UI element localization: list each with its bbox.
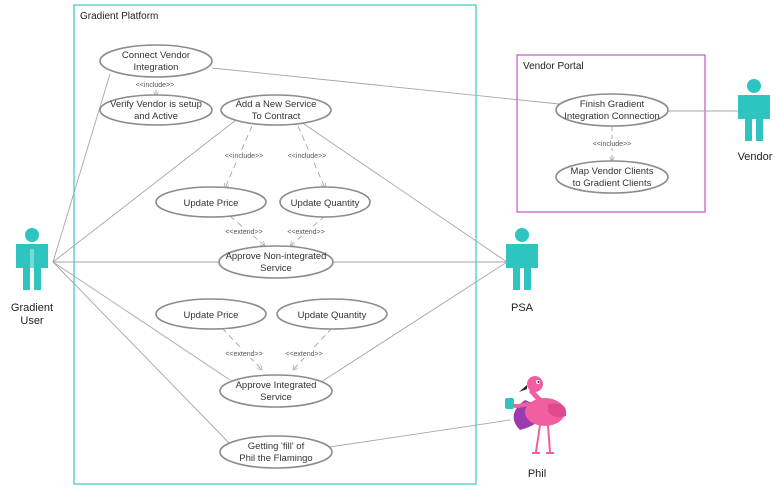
association-lines <box>52 67 740 449</box>
gradient-user-actor <box>16 228 48 290</box>
use-case-update-price-2[interactable]: Update Price <box>155 298 267 330</box>
svg-text:<<include>>: <<include>> <box>136 82 175 89</box>
vendor-label: Vendor <box>738 151 773 163</box>
svg-text:Phil the Flamingo: Phil the Flamingo <box>239 453 312 464</box>
svg-text:<<include>>: <<include>> <box>225 153 264 160</box>
svg-text:<<include>>: <<include>> <box>593 141 632 148</box>
svg-text:Approve Non-integrated: Approve Non-integrated <box>226 251 327 262</box>
use-case-map-vendor[interactable]: Map Vendor Clients to Gradient Clients <box>555 160 669 194</box>
svg-text:Add a New Service: Add a New Service <box>236 99 317 110</box>
svg-text:and Active: and Active <box>134 111 178 122</box>
gradient-platform-label: Gradient Platform <box>80 11 158 22</box>
svg-text:Service: Service <box>260 263 292 274</box>
svg-text:Update Quantity: Update Quantity <box>298 310 367 321</box>
svg-text:<<include>>: <<include>> <box>288 153 327 160</box>
phil-flamingo-icon <box>505 376 567 454</box>
gradient-platform-boundary <box>73 4 477 485</box>
svg-text:Update Price: Update Price <box>184 198 239 209</box>
gradient-user-label-2: User <box>20 315 44 327</box>
svg-text:Approve Integrated: Approve Integrated <box>236 380 317 391</box>
svg-text:Update Quantity: Update Quantity <box>291 198 360 209</box>
svg-text:to Gradient Clients: to Gradient Clients <box>573 178 652 189</box>
psa-label: PSA <box>511 302 534 314</box>
use-case-verify-vendor[interactable]: Verify Vendor is setup and Active <box>99 94 213 126</box>
use-case-getting-fill[interactable]: Getting 'fill' of Phil the Flamingo <box>219 435 333 469</box>
svg-text:Connect Vendor: Connect Vendor <box>122 50 190 61</box>
relationship-labels: <<include>> <<include>> <<include>> <<ex… <box>133 80 634 358</box>
svg-text:Update Price: Update Price <box>184 310 239 321</box>
use-case-update-quantity-1[interactable]: Update Quantity <box>279 186 371 218</box>
vendor-actor <box>738 79 770 141</box>
svg-text:<<extend>>: <<extend>> <box>285 351 322 358</box>
svg-text:Map Vendor Clients: Map Vendor Clients <box>571 166 654 177</box>
use-case-update-price-1[interactable]: Update Price <box>155 186 267 218</box>
use-case-finish-gradient[interactable]: Finish Gradient Integration Connection <box>555 93 669 127</box>
svg-text:<<extend>>: <<extend>> <box>225 351 262 358</box>
use-case-update-quantity-2[interactable]: Update Quantity <box>276 298 388 330</box>
gradient-user-label-1: Gradient <box>11 302 53 314</box>
use-case-approve-integrated[interactable]: Approve Integrated Service <box>219 374 333 408</box>
psa-actor <box>506 228 538 290</box>
svg-text:Finish Gradient: Finish Gradient <box>580 99 645 110</box>
phil-label: Phil <box>528 468 546 480</box>
vendor-portal-label: Vendor Portal <box>523 61 584 72</box>
svg-text:<<extend>>: <<extend>> <box>225 229 262 236</box>
svg-text:Integration: Integration <box>134 62 179 73</box>
svg-text:To Contract: To Contract <box>252 111 301 122</box>
use-case-connect-vendor[interactable]: Connect Vendor Integration <box>99 44 213 78</box>
use-case-add-service[interactable]: Add a New Service To Contract <box>220 94 332 126</box>
vendor-portal-boundary <box>516 54 706 213</box>
use-case-approve-non-integrated[interactable]: Approve Non-integrated Service <box>218 245 334 279</box>
svg-text:Verify Vendor is setup: Verify Vendor is setup <box>110 99 202 110</box>
svg-text:Integration Connection: Integration Connection <box>564 111 660 122</box>
svg-text:Getting 'fill' of: Getting 'fill' of <box>248 441 305 452</box>
svg-text:Service: Service <box>260 392 292 403</box>
svg-text:<<extend>>: <<extend>> <box>287 229 324 236</box>
